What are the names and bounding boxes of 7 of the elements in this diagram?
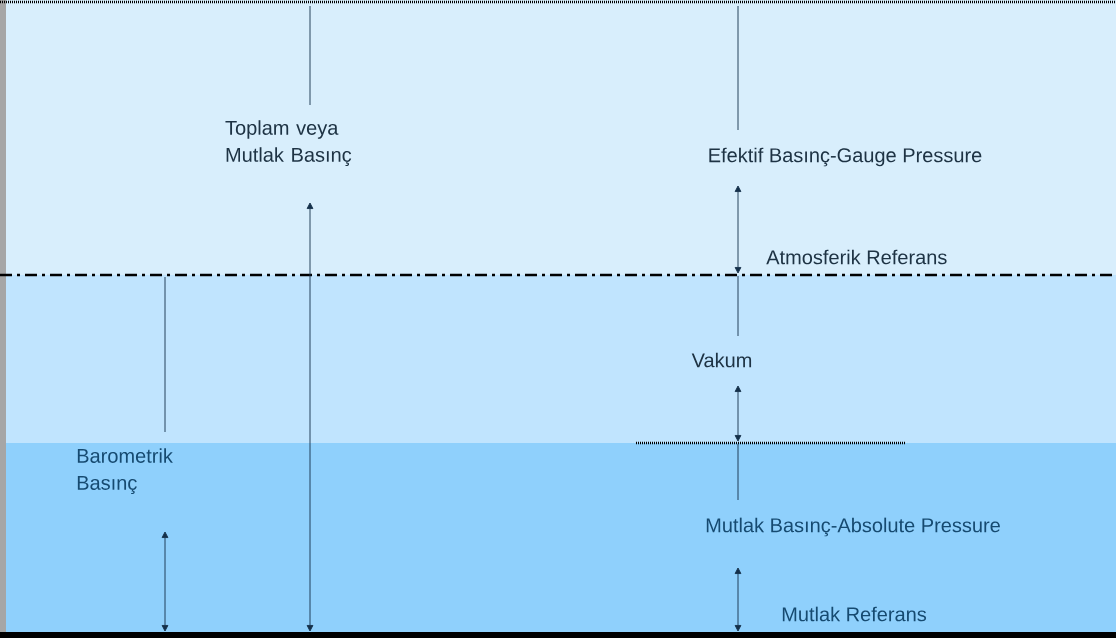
- pressure-label: Mutlak Basınç-Absolute Pressure: [706, 517, 1000, 537]
- pressure-label: Vakum: [691, 352, 752, 368]
- pressure-label: Barometrik Basınç: [77, 448, 173, 494]
- pressure-label: Atmosferik Referans: [766, 249, 947, 265]
- pressure-label: Efektif Basınç-Gauge Pressure: [709, 147, 982, 167]
- pressure-label: Toplam veya Mutlak Basınç: [225, 120, 352, 166]
- pressure-label: Mutlak Referans: [782, 606, 927, 622]
